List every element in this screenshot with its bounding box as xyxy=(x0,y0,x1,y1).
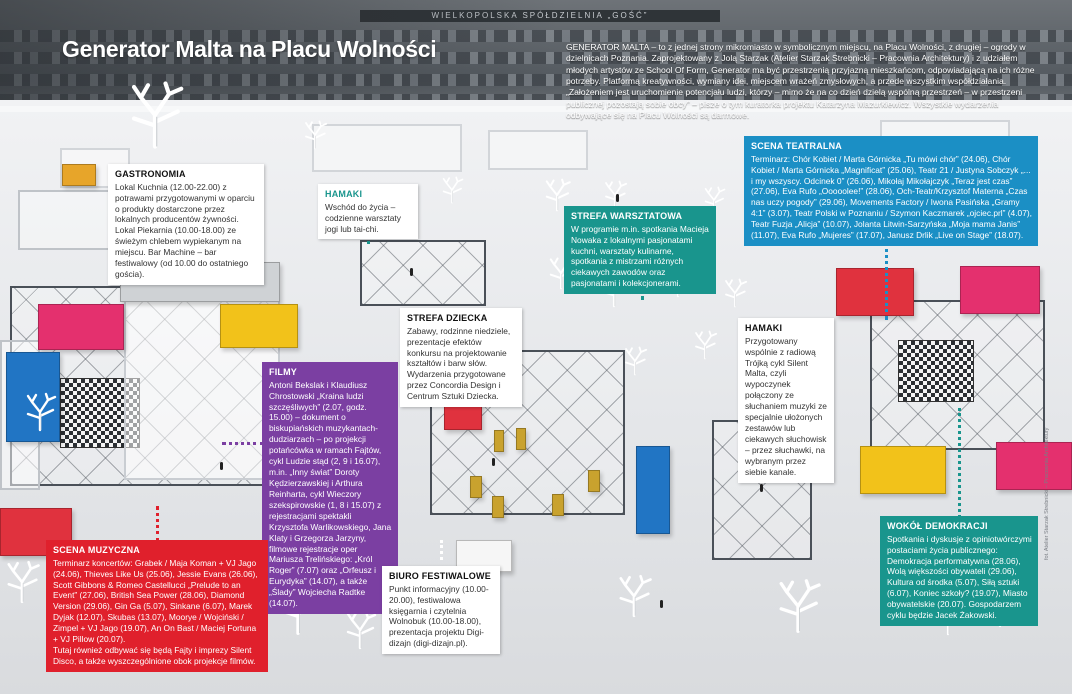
pavilion-blue xyxy=(636,446,670,534)
callout-heading: SCENA TEATRALNA xyxy=(751,141,842,151)
callout-body: Zabawy, rodzinne niedziele, prezentacje … xyxy=(407,325,511,402)
pavilion-red xyxy=(0,508,72,556)
callout-body: Przygotowany wspólnie z radiową Trójką c… xyxy=(745,335,827,477)
callout-scena-teatralna: SCENA TEATRALNA Terminarz: Chór Kobiet /… xyxy=(744,136,1038,247)
plaza-pad xyxy=(488,130,588,170)
kids-block xyxy=(470,476,482,498)
photo-credit: fot. Atelier Starzak Strebnicki – Pracow… xyxy=(1044,427,1050,560)
kids-block xyxy=(588,470,600,492)
hammock-frame xyxy=(360,240,486,306)
callout-filmy: FILMY Antoni Bekslak i Klaudiusz Chrosto… xyxy=(262,362,398,615)
callout-biuro-festiwalowe: BIURO FESTIWALOWE Punkt informacyjny (10… xyxy=(382,566,500,655)
pavilion-pink xyxy=(38,304,124,350)
pavilion-blue xyxy=(6,352,60,442)
leader-biuro xyxy=(440,540,443,560)
callout-body: Punkt informacyjny (10.00-20.00), festiw… xyxy=(389,583,489,649)
tree-model xyxy=(540,178,574,212)
tree-model xyxy=(438,176,466,204)
callout-heading: STREFA WARSZTATOWA xyxy=(571,211,683,221)
person-figure xyxy=(760,484,763,492)
tree-model xyxy=(700,186,728,214)
building-facade-backdrop: WIELKOPOLSKA SPÓŁDZIELNIA „GOŚĆ” xyxy=(0,0,1072,112)
person-figure xyxy=(410,268,413,276)
plaza-pad xyxy=(312,124,462,172)
page-title: Generator Malta na Placu Wolności xyxy=(62,36,437,62)
tree-model xyxy=(770,578,826,634)
callout-heading: GASTRONOMIA xyxy=(115,169,186,179)
tree-model xyxy=(0,560,44,604)
leader-filmy xyxy=(222,442,264,445)
callout-wokol-demokracji: WOKÓŁ DEMOKRACJI Spotkania i dyskusje z … xyxy=(880,516,1038,627)
callout-body: Spotkania i dyskusje z opiniotwórczymi p… xyxy=(887,533,1032,621)
tree-model xyxy=(612,574,656,618)
tree-model xyxy=(20,392,60,432)
tree-model xyxy=(340,610,380,650)
callout-heading: HAMAKI xyxy=(325,189,363,199)
tree-model xyxy=(690,330,720,360)
kids-block xyxy=(552,494,564,516)
pavilion-pink xyxy=(960,266,1040,314)
pavilion-pink xyxy=(996,442,1072,490)
callout-heading: BIURO FESTIWALOWE xyxy=(389,571,491,581)
pavilion-yellow xyxy=(220,304,298,348)
callout-heading: SCENA MUZYCZNA xyxy=(53,545,140,555)
kids-block xyxy=(492,496,504,518)
callout-body-2: Tutaj również odbywać się będą Fajty i i… xyxy=(53,645,256,666)
callout-body: Terminarz: Chór Kobiet / Marta Górnicka … xyxy=(751,153,1032,241)
leader-wokol xyxy=(958,408,961,518)
callout-strefa-warsztatowa: STREFA WARSZTATOWA W programie m.in. spo… xyxy=(564,206,716,295)
theatre-stage-floor xyxy=(898,340,974,402)
person-figure xyxy=(616,194,619,202)
tree-model xyxy=(120,80,190,150)
callout-heading: WOKÓŁ DEMOKRACJI xyxy=(887,521,988,531)
kids-block xyxy=(516,428,526,450)
intro-text: GENERATOR MALTA – to z jednej strony mik… xyxy=(566,42,1035,121)
leader-teatralna xyxy=(885,236,888,320)
person-figure xyxy=(492,458,495,466)
person-figure xyxy=(660,600,663,608)
tree-model xyxy=(720,278,750,308)
callout-body: Wschód do życia – codzienne warsztaty jo… xyxy=(325,201,401,234)
pavilion-red xyxy=(836,268,914,316)
pavilion-orange xyxy=(62,164,96,186)
callout-heading: HAMAKI xyxy=(745,323,783,333)
kids-block xyxy=(494,430,504,452)
tree-model xyxy=(620,346,650,376)
leader-muzyczna xyxy=(156,506,159,542)
callout-strefa-dziecka: STREFA DZIECKA Zabawy, rodzinne niedziel… xyxy=(400,308,522,408)
callout-body: Antoni Bekslak i Klaudiusz Chrostowski „… xyxy=(269,379,392,609)
callout-gastronomia: GASTRONOMIA Lokal Kuchnia (12.00-22.00) … xyxy=(108,164,264,285)
callout-body: W programie m.in. spotkania Macieja Nowa… xyxy=(571,223,709,289)
callout-hamaki-2: HAMAKI Przygotowany wspólnie z radiową T… xyxy=(738,318,834,483)
callout-hamaki-1: HAMAKI Wschód do życia – codzienne warsz… xyxy=(318,184,418,240)
callout-heading: STREFA DZIECKA xyxy=(407,313,488,323)
pavilion-yellow xyxy=(860,446,946,494)
callout-body: Terminarz koncertów: Grabek / Maja Koman… xyxy=(53,557,258,645)
tree-model xyxy=(300,120,330,150)
callout-scena-muzyczna: SCENA MUZYCZNA Terminarz koncertów: Grab… xyxy=(46,540,268,672)
callout-heading: FILMY xyxy=(269,367,297,377)
person-figure xyxy=(220,462,223,470)
callout-body: Lokal Kuchnia (12.00-22.00) z potrawami … xyxy=(115,181,255,280)
